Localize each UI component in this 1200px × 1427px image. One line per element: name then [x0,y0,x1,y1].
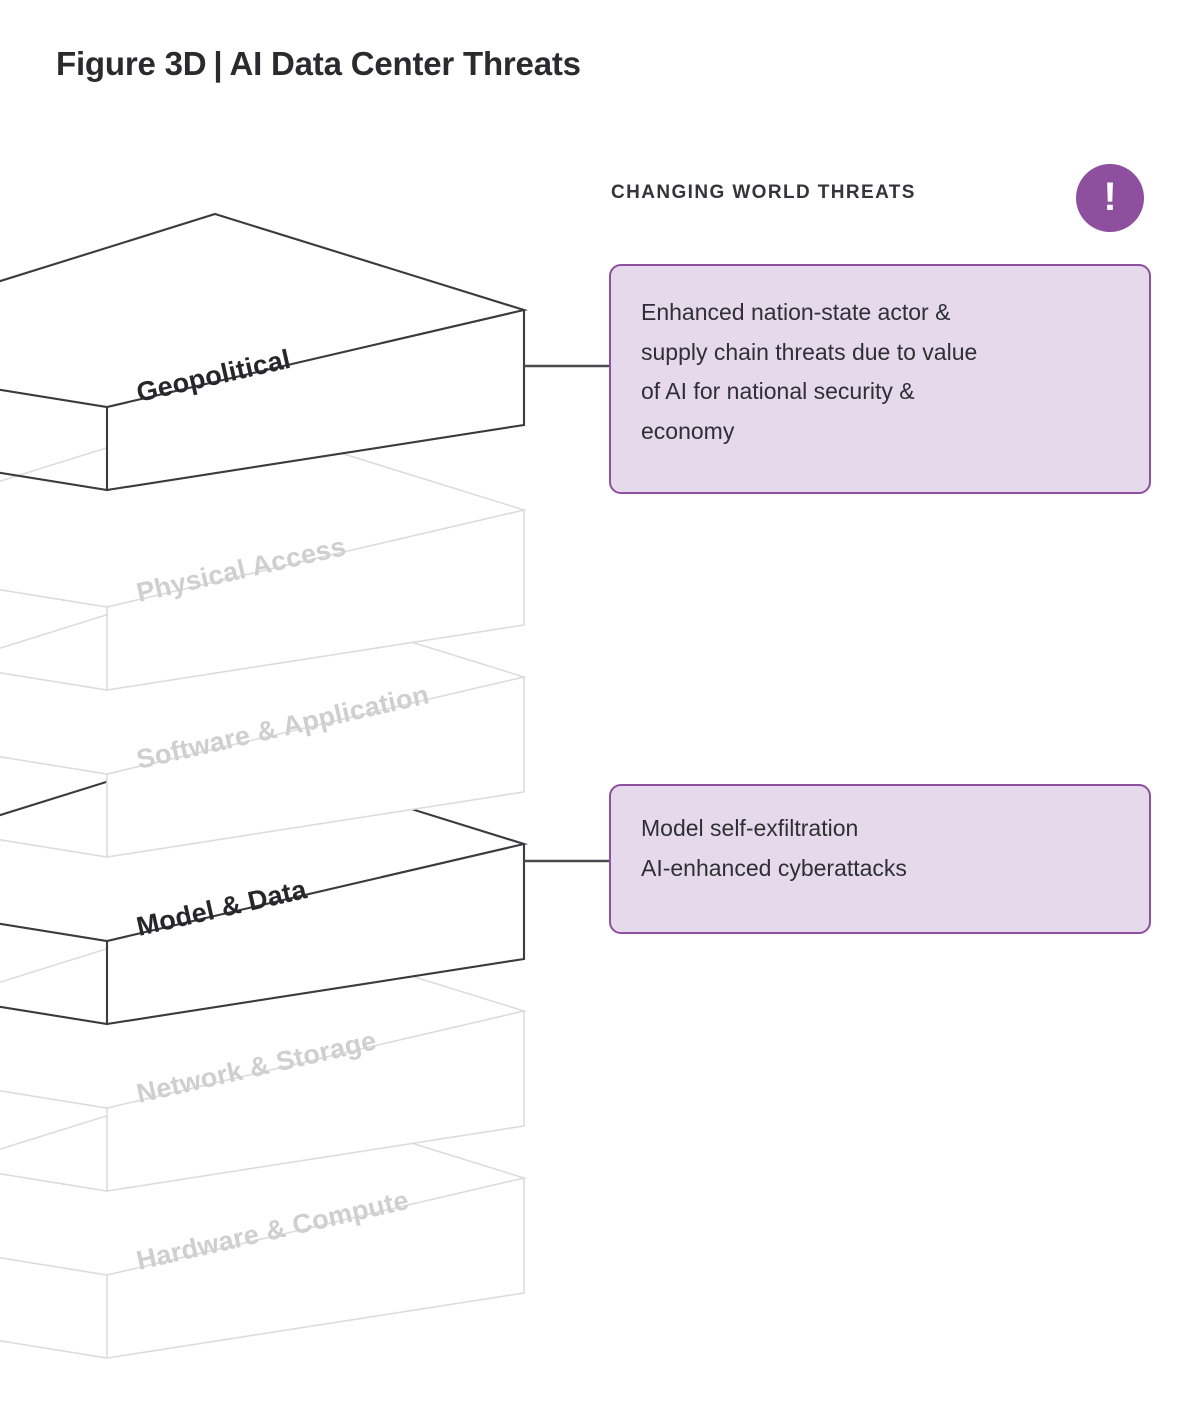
changing-world-threats-header: CHANGING WORLD THREATS [611,182,916,203]
exclamation-glyph: ! [1103,175,1117,219]
title-separator: | [213,45,223,82]
callout-geopolitical[interactable]: Enhanced nation-state actor & supply cha… [609,264,1151,494]
page-title: Figure 3D|AI Data Center Threats [56,45,581,83]
callout-line: Enhanced nation-state actor & [641,299,951,325]
figure-label: Figure 3D [56,45,207,82]
callout-line: supply chain threats due to value [641,338,978,365]
figure-title-text: AI Data Center Threats [229,45,581,82]
alert-exclamation-icon: ! [1076,164,1144,232]
stack-layer-software-application[interactable]: Software & Application [0,580,528,858]
callout-line: economy [641,417,735,444]
callout-model-data[interactable]: Model self-exfiltration AI-enhanced cybe… [609,784,1151,934]
callout-line: Model self-exfiltration [641,815,859,841]
stack-layer-geopolitical[interactable]: Geopolitical [0,212,529,492]
callout-line: AI-enhanced cyberattacks [641,854,907,881]
callout-line: of AI for national security & [641,378,915,405]
